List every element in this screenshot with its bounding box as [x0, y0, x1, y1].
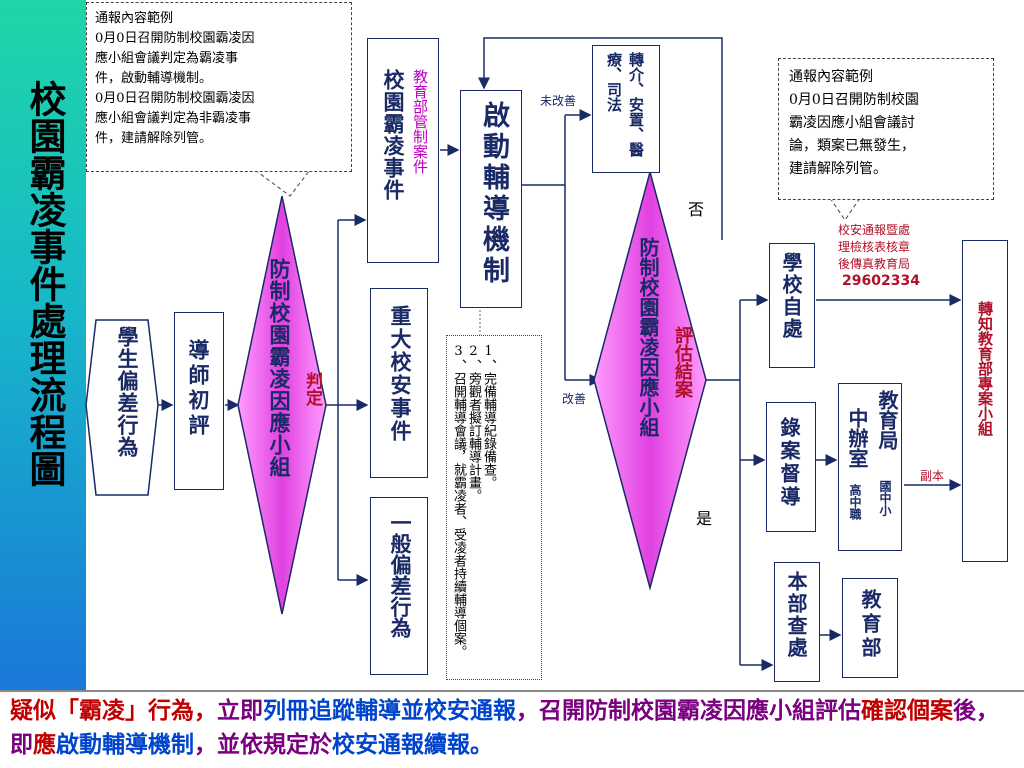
diamond-2-shape — [593, 169, 707, 591]
page-title: 校園霸凌事件處理流程圖 — [23, 80, 67, 487]
fax-line: 校安通報暨處 — [838, 223, 911, 237]
fax-line: 理檢核表核章 — [838, 240, 911, 254]
improved-label: 改善 — [562, 392, 587, 406]
bottom-seg: ，召開防制校園霸凌因應小組評估 — [516, 697, 861, 724]
transfer-box: 轉知教育部專案小組 — [962, 240, 1008, 562]
office-sub1-label: 國中小 — [878, 480, 892, 516]
fax-line: 後傳真教育局 — [838, 257, 911, 271]
note-1-line: 應小組會議判定為霸凌事 — [95, 51, 239, 66]
note-2-line: 論，類案已無發生， — [789, 138, 915, 154]
counsel-note-item: 2、旁觀者擬訂輔導計畫。 — [466, 344, 481, 502]
ministry-check-label: 本部查處 — [784, 571, 808, 659]
note-2-line: 通報內容範例 — [789, 69, 873, 85]
office-title-label: 中辦室 — [845, 408, 869, 468]
counsel-note-text: 1、完備輔導紀錄備查。 2、旁觀者擬訂輔導計畫。 3、召開輔導會議，就霸凌者、受… — [451, 344, 496, 669]
transfer-label: 轉知教育部專案小組 — [976, 301, 994, 436]
note1-tail — [254, 169, 311, 197]
counsel-note-item: 1、完備輔導紀錄備查。 — [481, 344, 496, 489]
fax-note: 校安通報暨處 理檢核表核章 後傳真教育局 29602334 — [838, 222, 920, 290]
note-1: 通報內容範例 0月0日召開防制校園霸凌因 應小組會議判定為霸凌事 件，啟動輔導機… — [86, 2, 352, 172]
diamond-1-label: 防制校園霸凌因應小組 — [267, 258, 292, 478]
ministry-case-label: 校園霸凌事件 — [381, 69, 406, 201]
general-behaviour-box: 一般偏差行為 — [370, 497, 428, 675]
counsel-note-item: 3、召開輔導會議，就霸凌者、受凌者持續輔導個案。 — [451, 344, 466, 658]
ministry-case-box: 校園霸凌事件 教育部管制案件 — [367, 38, 439, 263]
diamond-2-label: 防制校園霸凌因應小組 — [636, 237, 660, 437]
diamond-1-shape — [237, 195, 327, 615]
flow-connectors — [85, 37, 962, 671]
major-incident-box: 重大校安事件 — [370, 288, 428, 478]
edu-ministry-box: 教育部 — [842, 578, 898, 678]
placement-box: 轉介、安置、醫療、司法 — [592, 45, 660, 173]
bottom-seg: 啟動輔導機制 — [56, 731, 194, 758]
office-bureau-label: 教育局 — [875, 390, 899, 450]
note-1-line: 件，啟動輔導機制。 — [95, 71, 213, 86]
note-1-line: 0月0日召開防制校園霸凌因 — [95, 31, 255, 46]
no-label: 否 — [688, 200, 705, 219]
bottom-seg: 立即 — [217, 697, 263, 724]
diamond-1-side-label: 判定 — [302, 372, 322, 406]
bottom-seg: 確認個案 — [861, 697, 953, 724]
fax-number: 29602334 — [842, 273, 920, 289]
bottom-seg: 列冊追蹤輔導並校安通報 — [263, 697, 516, 724]
note-1-line: 通報內容範例 — [95, 11, 174, 26]
note-2-line: 霸凌因應小組會議討 — [789, 115, 915, 131]
ministry-check-box: 本部查處 — [774, 562, 820, 682]
bottom-seg: 應 — [33, 731, 56, 758]
note-1-line: 應小組會議判定為非霸凌事 — [95, 111, 252, 126]
bottom-seg: 霸凌 — [79, 697, 125, 724]
tutor-box: 導師初評 — [174, 312, 224, 490]
general-behaviour-label: 一般偏差行為 — [388, 512, 413, 638]
record-box: 錄案督導 — [766, 402, 816, 532]
student-label: 學生偏差行為 — [115, 326, 140, 458]
school-self-label: 學校自處 — [779, 252, 803, 340]
copy-label: 副本 — [920, 469, 945, 483]
student-shape — [85, 319, 159, 496]
bottom-seg: ，並依規定於 — [194, 731, 332, 758]
office-sub2-label: 高中職 — [848, 484, 862, 520]
bottom-seg: 。 — [470, 731, 493, 758]
note-2-line: 0月0日召開防制校園 — [789, 92, 919, 108]
bottom-seg: 疑似「 — [10, 697, 79, 724]
yes-label: 是 — [696, 509, 713, 528]
note2-tail — [829, 197, 861, 221]
edu-ministry-label: 教育部 — [858, 589, 882, 661]
bottom-seg: 校安通報續報 — [332, 731, 470, 758]
ministry-case-side-label: 教育部管制案件 — [411, 69, 429, 174]
office-box: 中辦室 教育局 國中小 高中職 — [838, 383, 902, 551]
tutor-label: 導師初評 — [186, 339, 211, 439]
bottom-seg: 後，即 — [10, 697, 999, 758]
counsel-note: 1、完備輔導紀錄備查。 2、旁觀者擬訂輔導計畫。 3、召開輔導會議，就霸凌者、受… — [446, 335, 542, 680]
bottom-banner — [0, 690, 1024, 768]
counsel-label: 啟動輔導機制 — [478, 101, 509, 287]
note-2-line: 建請解除列管。 — [789, 161, 887, 177]
diamond-2-side-label: 評估結案 — [672, 326, 693, 398]
sidebar — [0, 0, 86, 690]
major-incident-label: 重大校安事件 — [388, 305, 413, 443]
record-label: 錄案督導 — [777, 417, 801, 509]
bottom-banner-text: 疑似「霸凌」行為，立即列冊追蹤輔導並校安通報，召開防制校園霸凌因應小組評估確認個… — [10, 694, 1020, 762]
placement-label: 轉介、安置、醫療、司法 — [605, 52, 645, 157]
note-1-line: 件，建請解除列管。 — [95, 131, 213, 146]
not-improved-label: 未改善 — [540, 94, 577, 108]
bottom-seg: 」行為， — [125, 697, 217, 724]
school-self-box: 學校自處 — [769, 243, 815, 368]
counsel-box: 啟動輔導機制 — [460, 90, 522, 308]
note-1-line: 0月0日召開防制校園霸凌因 — [95, 91, 255, 106]
note-2: 通報內容範例 0月0日召開防制校園 霸凌因應小組會議討 論，類案已無發生， 建請… — [778, 58, 994, 200]
